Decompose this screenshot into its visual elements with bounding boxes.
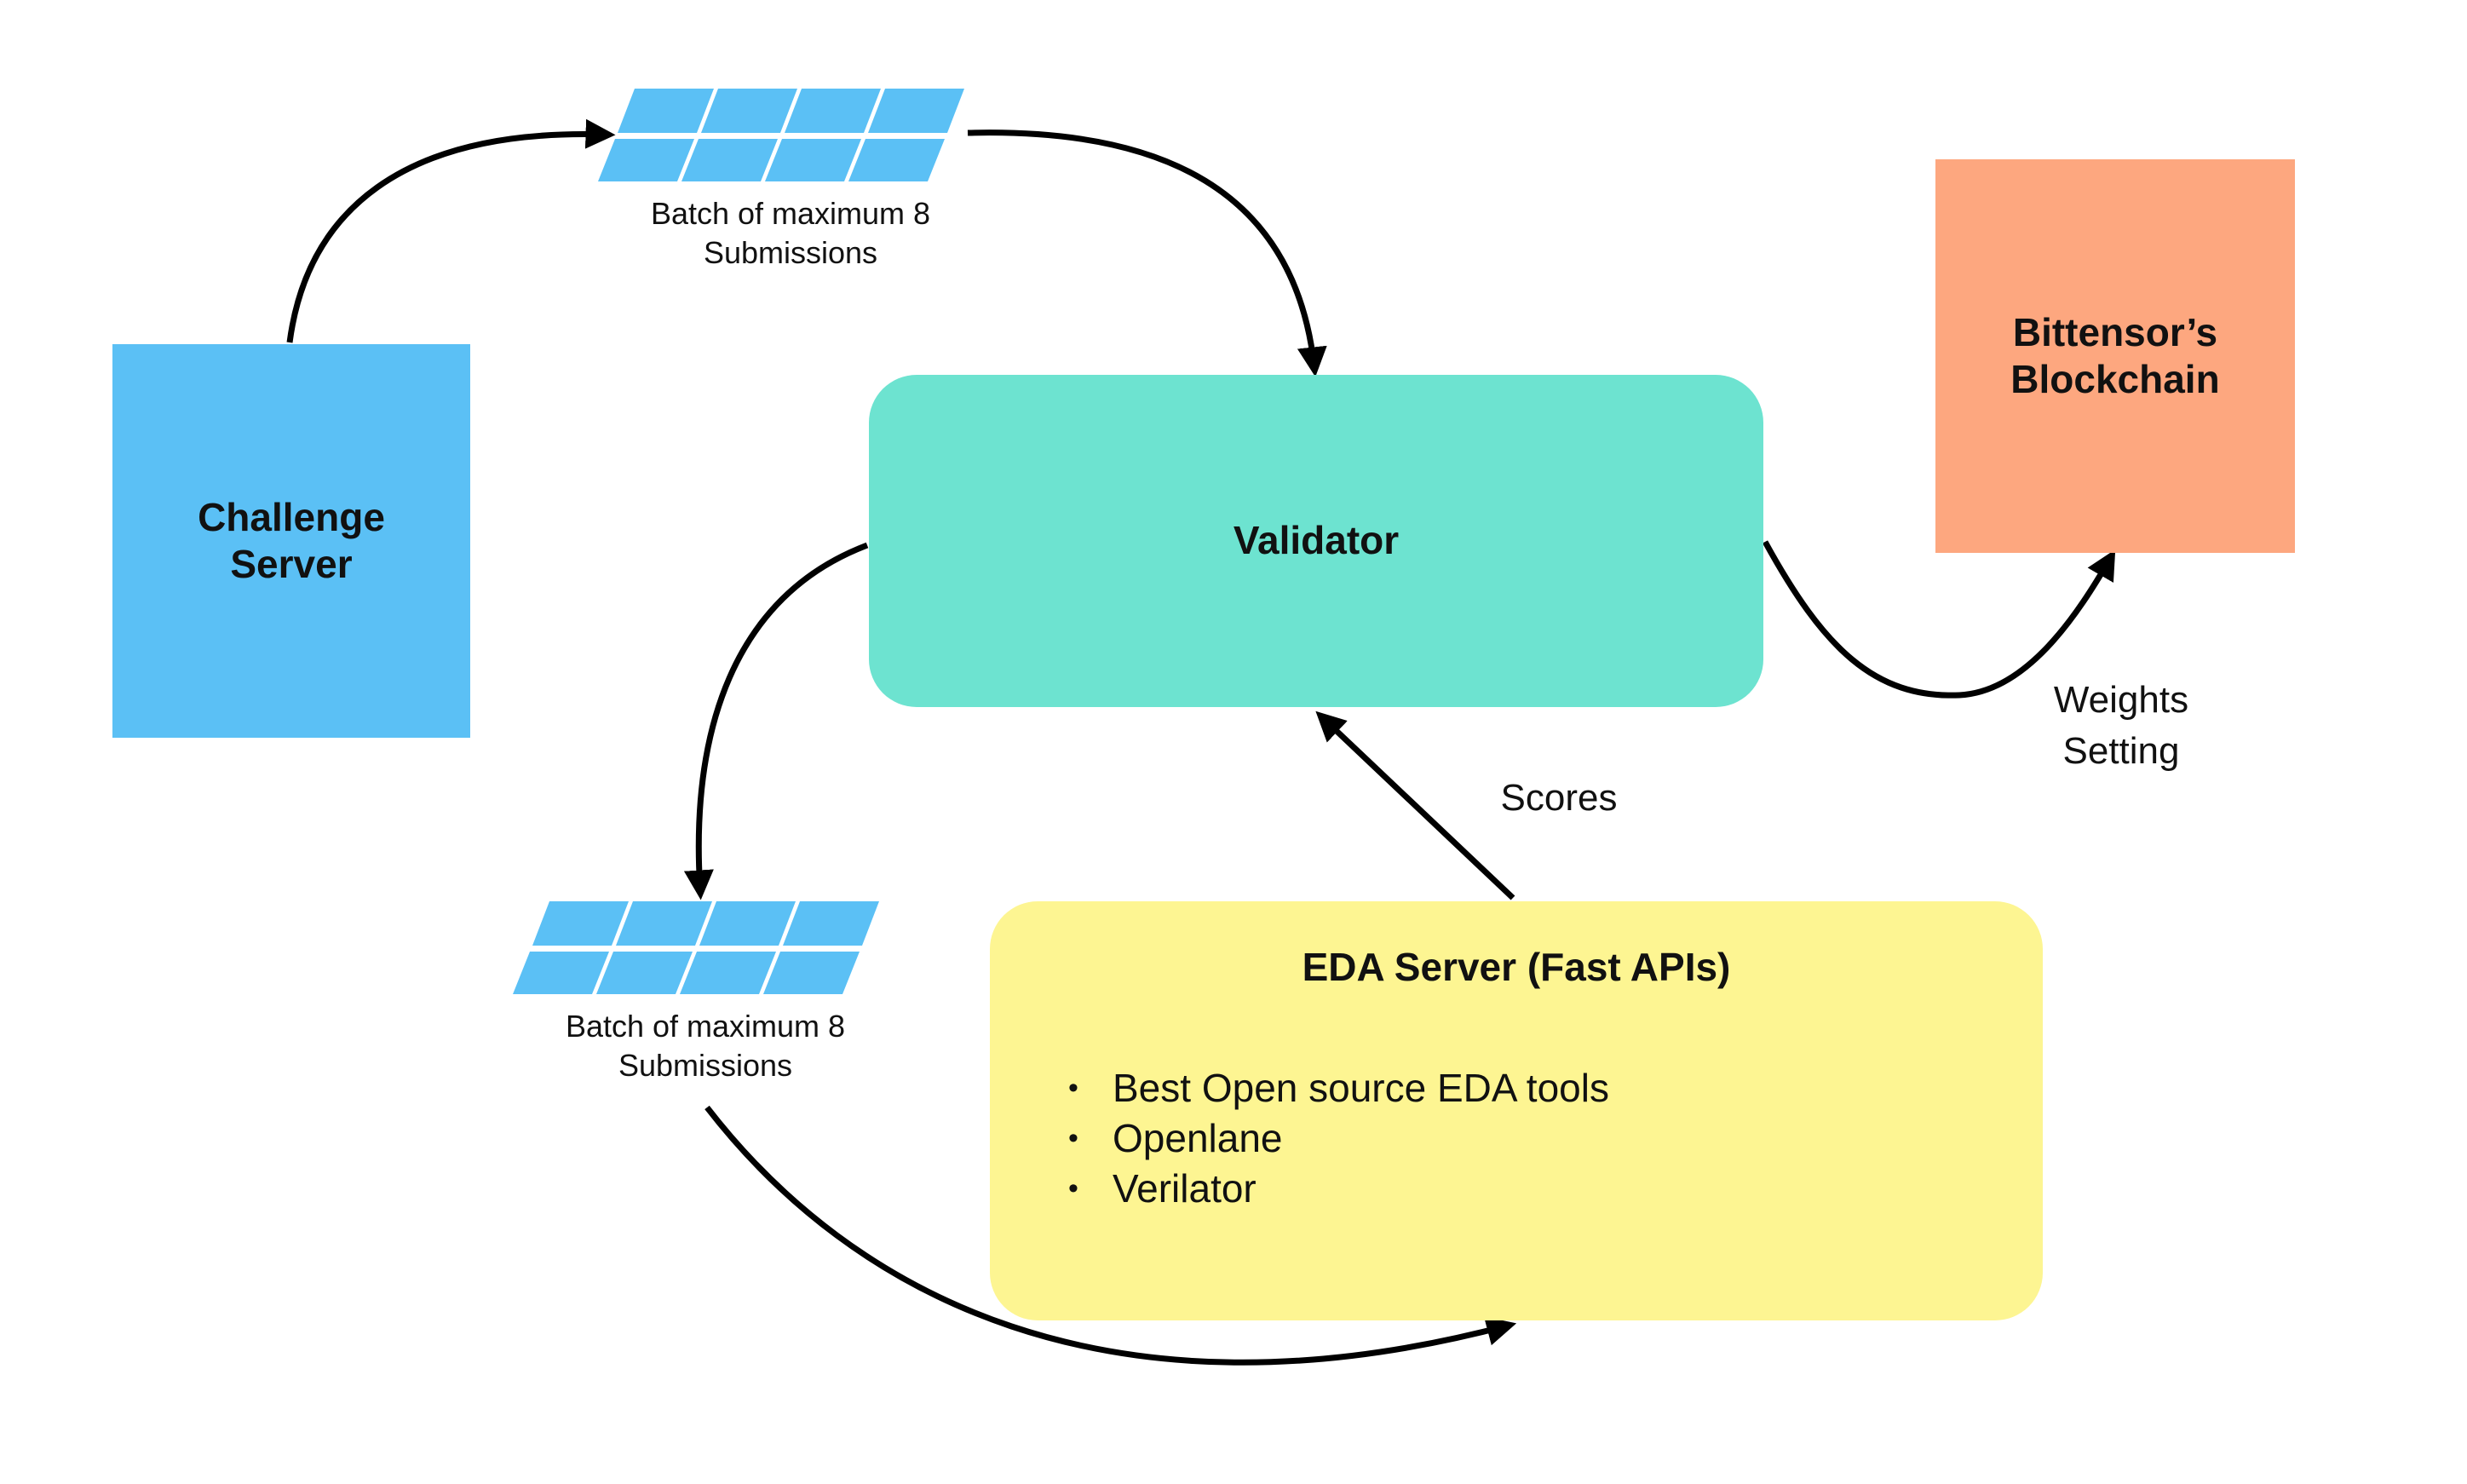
batch-cell (598, 139, 694, 181)
blockchain-label: Bittensor’s Blockchain (2010, 309, 2220, 401)
batch-cell (681, 139, 778, 181)
batch-cell (618, 89, 714, 133)
batch-icon-bottom (513, 901, 879, 994)
bullet-icon: • (1068, 1122, 1078, 1154)
batch-cell (532, 901, 629, 946)
bullet-icon: • (1068, 1072, 1078, 1104)
batch-cell (699, 901, 796, 946)
eda-tools-item-text: Openlane (1113, 1116, 1283, 1160)
eda-tools-list: • Best Open source EDA tools • Openlane • V… (1068, 1063, 1609, 1214)
eda-tools-item-text: Best Open source EDA tools (1113, 1066, 1609, 1110)
batch-cell (783, 901, 879, 946)
arrow-batch-to-eda (704, 1105, 1517, 1366)
batch-cell (868, 89, 964, 133)
batch-bottom-label: Batch of maximum 8 Submissions (565, 1009, 846, 1083)
batch-cell (701, 89, 797, 133)
eda-tools-item: • Verilator (1068, 1164, 1609, 1214)
validator-node: Validator (869, 375, 1763, 707)
challenge-server-label: Challenge Server (198, 494, 385, 586)
batch-cell (513, 952, 609, 994)
batch-cell (765, 139, 861, 181)
arrow-challenge-to-batch (286, 118, 616, 343)
batch-top-label: Batch of maximum 8 Submissions (650, 196, 931, 270)
batch-cell (785, 89, 881, 133)
batch-icon-top (598, 89, 964, 181)
batch-cell (616, 901, 712, 946)
blockchain-node: Bittensor’s Blockchain (1935, 159, 2295, 553)
arrow-validator-to-batch (683, 542, 869, 900)
weights-setting-edge-label: Weights Setting (2053, 679, 2189, 772)
eda-tools-item-text: Verilator (1113, 1166, 1257, 1211)
eda-server-title: EDA Server (Fast APIs) (1302, 945, 1731, 989)
arrow-eda-to-validator (1315, 710, 1515, 900)
eda-tools-item: • Openlane (1068, 1113, 1609, 1164)
arrow-batch-to-validator (967, 129, 1327, 377)
arrow-validator-to-blockchain (1762, 540, 2116, 699)
bullet-icon: • (1068, 1172, 1078, 1205)
batch-cell (763, 952, 860, 994)
batch-cell (680, 952, 776, 994)
scores-edge-label: Scores (1500, 777, 1618, 819)
eda-server-node: EDA Server (Fast APIs) • Best Open source… (990, 901, 2043, 1320)
eda-tools-item: • Best Open source EDA tools (1068, 1063, 1609, 1113)
batch-cell (848, 139, 945, 181)
validator-label: Validator (1233, 518, 1400, 563)
challenge-server-node: Challenge Server (112, 344, 470, 738)
batch-cell (596, 952, 693, 994)
